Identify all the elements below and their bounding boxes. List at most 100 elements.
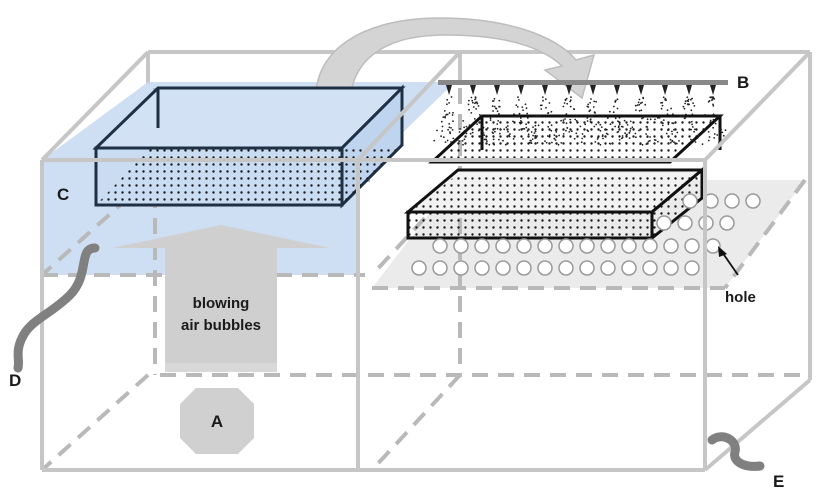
- label-a: A: [211, 412, 223, 431]
- spray-droplet: [462, 120, 465, 122]
- spray-droplet: [547, 112, 550, 114]
- spray-droplet: [623, 119, 626, 122]
- nozzle-icon: [710, 85, 716, 95]
- spray-droplet: [441, 130, 444, 132]
- spray-droplet: [518, 112, 521, 115]
- spray-droplet: [533, 132, 536, 135]
- spray-droplet: [491, 105, 494, 108]
- spray-droplet: [612, 111, 615, 114]
- spray-droplet: [629, 120, 632, 123]
- spray-droplet: [478, 114, 481, 116]
- spray-droplet: [606, 128, 608, 131]
- spray-droplet: [539, 104, 542, 107]
- outlet-pipe-e: [707, 432, 765, 471]
- spray-droplet: [479, 142, 482, 144]
- tray-hole: [453, 260, 469, 276]
- spray-droplet: [671, 130, 673, 133]
- spray-droplet: [691, 97, 693, 100]
- spray-droplet: [495, 107, 498, 110]
- spray-droplet: [587, 106, 590, 108]
- spray-droplet: [693, 130, 695, 133]
- spray-droplet: [493, 105, 496, 108]
- spray-droplet: [562, 119, 565, 121]
- spray-droplet: [550, 129, 553, 132]
- label-air-bubbles: air bubbles: [181, 317, 261, 334]
- spray-droplet: [472, 101, 474, 104]
- spray-droplet: [522, 109, 524, 111]
- spray-droplet: [477, 129, 480, 132]
- spray-droplet: [684, 102, 686, 105]
- spray-droplet: [707, 139, 710, 142]
- spray-droplet: [620, 125, 623, 128]
- spray-droplet: [692, 102, 694, 104]
- spray-droplet: [609, 143, 612, 145]
- inlet-pipe-d: [13, 243, 100, 373]
- tray-hole: [682, 193, 698, 209]
- spray-droplet: [690, 98, 692, 101]
- spray-droplet: [593, 125, 596, 128]
- spray-droplet: [635, 136, 637, 139]
- spray-droplet: [690, 120, 693, 123]
- container-box-left: [92, 84, 406, 209]
- spray-droplet: [476, 101, 478, 104]
- spray-droplet: [586, 120, 589, 122]
- spray-droplet: [458, 131, 461, 133]
- spray-droplet: [528, 141, 531, 144]
- spray-droplet: [682, 114, 685, 117]
- spray-droplet: [498, 99, 501, 102]
- spray-droplet: [629, 127, 632, 130]
- spray-droplet: [444, 115, 446, 118]
- spray-droplet: [641, 143, 644, 146]
- spray-droplet: [617, 126, 620, 129]
- spray-droplet: [694, 141, 697, 143]
- tray-hole: [600, 260, 616, 276]
- spray-droplet: [498, 105, 500, 108]
- spray-droplet: [472, 106, 475, 108]
- spray-droplet: [545, 141, 548, 144]
- spray-droplet: [574, 118, 577, 121]
- spray-droplet: [579, 125, 582, 128]
- spray-droplet: [644, 103, 647, 106]
- spray-droplet: [564, 99, 567, 102]
- spray-droplet: [682, 105, 685, 108]
- spray-droplet: [526, 117, 529, 119]
- spray-droplet: [636, 104, 639, 107]
- spray-droplet: [618, 123, 621, 126]
- spray-droplet: [716, 115, 719, 118]
- spray-droplet: [444, 141, 447, 144]
- spray-droplet: [505, 126, 508, 129]
- spray-droplet: [473, 118, 476, 120]
- spray-droplet: [554, 129, 557, 132]
- spray-droplet: [459, 127, 461, 130]
- spray-droplet: [646, 118, 649, 121]
- spray-droplet: [662, 119, 665, 121]
- spray-droplet: [615, 99, 617, 102]
- tray-hole: [621, 238, 637, 254]
- spray-droplet: [474, 102, 476, 105]
- spray-droplet: [667, 129, 669, 132]
- spray-droplet: [631, 126, 634, 129]
- spray-droplet: [638, 109, 641, 112]
- spray-droplet: [707, 131, 710, 133]
- spray-droplet: [569, 100, 571, 103]
- spray-droplet: [618, 116, 621, 119]
- spray-droplet: [474, 98, 476, 101]
- spray-bar: [438, 80, 728, 85]
- spray-droplet: [485, 138, 488, 141]
- spray-droplet: [685, 113, 687, 116]
- spray-droplet: [625, 134, 628, 136]
- spray-droplet: [704, 128, 706, 131]
- spray-droplet: [704, 114, 706, 116]
- spray-droplet: [581, 137, 584, 140]
- spray-droplet: [463, 126, 465, 129]
- spray-droplet: [470, 96, 473, 99]
- spray-droplet: [538, 115, 541, 117]
- spray-droplet: [525, 123, 527, 126]
- spray-droplet: [575, 120, 578, 122]
- spray-droplet: [448, 126, 451, 129]
- spray-droplet: [595, 100, 597, 103]
- spray-droplet: [589, 109, 592, 112]
- spray-droplet: [476, 123, 478, 125]
- spray-droplet: [482, 126, 485, 129]
- spray-droplet: [679, 115, 682, 118]
